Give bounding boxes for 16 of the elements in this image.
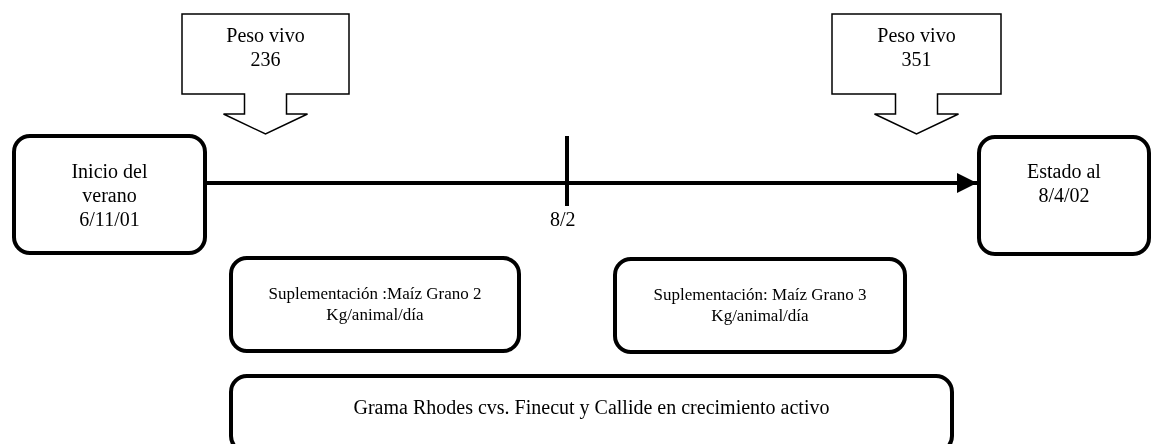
weight-label: Peso vivo 236	[225, 23, 306, 71]
box-text: Suplementación :Maíz Grano 2 Kg/animal/día	[267, 284, 483, 325]
period-box	[613, 257, 907, 354]
event-box	[977, 135, 1151, 256]
box-text: Inicio del verano 6/11/01	[70, 158, 149, 231]
box-text: Suplementación: Maíz Grano 3 Kg/animal/día	[652, 285, 868, 326]
down-arrow-callout	[181, 13, 350, 135]
down-arrow-callout	[831, 13, 1002, 135]
period-box	[229, 374, 954, 444]
date-label: 8/2	[550, 207, 576, 231]
timeline-arrow	[207, 173, 977, 193]
event-box	[12, 134, 207, 255]
weight-label: Peso vivo 351	[876, 23, 957, 71]
box-text: Estado al 8/4/02	[1026, 159, 1102, 207]
period-box	[229, 256, 521, 353]
box-text: Grama Rhodes cvs. Finecut y Callide en crecimiento activo	[353, 395, 830, 419]
